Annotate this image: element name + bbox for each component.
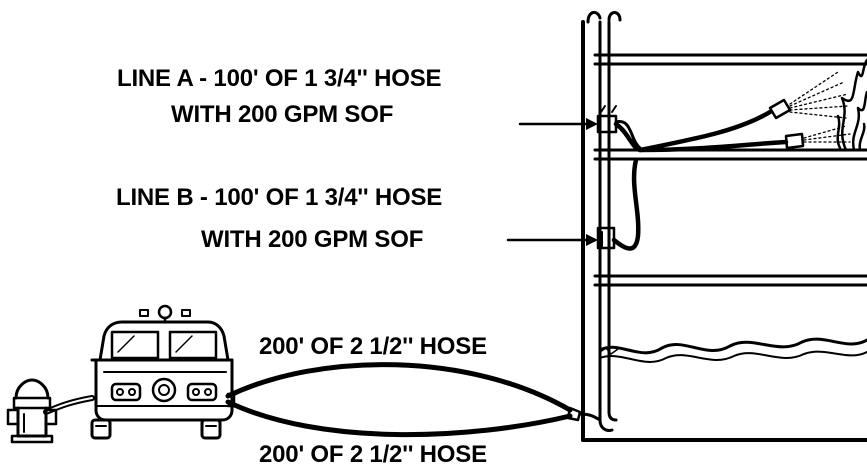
supply-top-label: 200' OF 2 1/2'' HOSE — [259, 333, 487, 360]
leader-arrows — [506, 122, 592, 242]
line-b-title-label: LINE B - 100' OF 1 3/4'' HOSE — [116, 184, 443, 211]
line-a-title-label: LINE A - 100' OF 1 3/4'' HOSE — [117, 65, 442, 92]
standpipe-icon — [586, 11, 622, 432]
line-a-hoses — [613, 109, 789, 153]
building — [581, 20, 867, 442]
fire-icon — [836, 58, 867, 152]
supply-bottom-label: 200' OF 2 1/2'' HOSE — [259, 441, 487, 468]
line-a-sub-label: WITH 200 GPM SOF — [171, 101, 394, 128]
line-b-sub-label: WITH 200 GPM SOF — [201, 226, 424, 253]
supply-hoses — [225, 362, 602, 438]
fire-hydrant-icon — [6, 378, 58, 444]
fire-engine-icon — [90, 304, 236, 440]
water-spray — [789, 71, 851, 143]
line-b-hose — [611, 157, 641, 251]
